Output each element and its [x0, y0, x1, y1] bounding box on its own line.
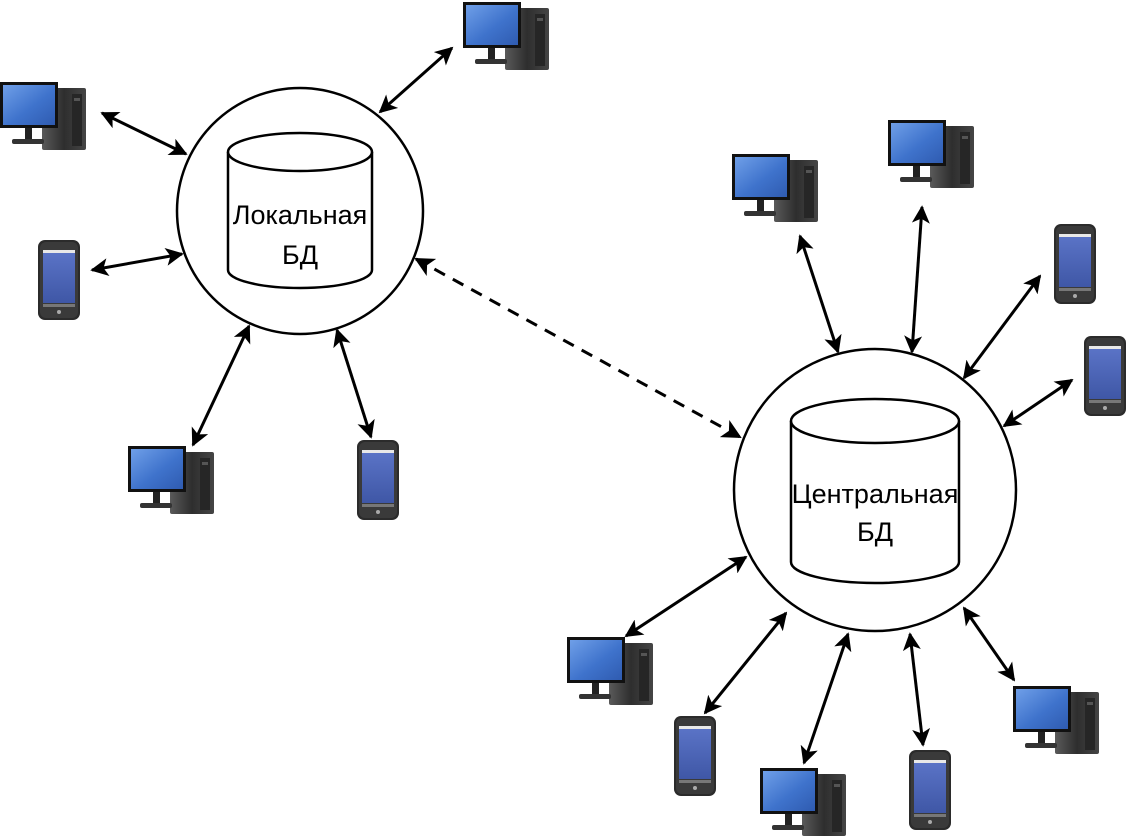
- sync-link-dashed-arrow: [414, 257, 742, 439]
- smartphone-icon: [674, 716, 716, 796]
- smartphone-icon: [1054, 224, 1096, 304]
- link-arrow: [378, 46, 454, 114]
- link-arrow: [703, 611, 788, 715]
- central-db-node: Центральная БД: [732, 347, 1018, 633]
- link-arrow: [191, 324, 251, 447]
- desktop-computer-icon: [0, 82, 86, 150]
- link-arrow: [1002, 378, 1074, 428]
- link-arrow: [902, 632, 931, 747]
- database-cylinder-icon: [789, 397, 961, 585]
- smartphone-icon: [1084, 336, 1126, 416]
- smartphone-icon: [357, 440, 399, 520]
- local-db-label-line2: БД: [282, 240, 318, 270]
- link-arrow: [90, 247, 184, 277]
- desktop-computer-icon: [760, 768, 846, 836]
- link-arrow: [796, 234, 842, 354]
- desktop-computer-icon: [128, 446, 214, 514]
- link-arrow: [962, 606, 1016, 682]
- desktop-computer-icon: [732, 154, 818, 222]
- link-arrow: [904, 205, 930, 354]
- desktop-computer-icon: [463, 2, 549, 70]
- local-db-label-line1: Локальная: [233, 200, 368, 230]
- central-db-label-line2: БД: [857, 517, 893, 547]
- link-arrow: [333, 328, 375, 439]
- smartphone-icon: [909, 750, 951, 830]
- smartphone-icon: [38, 240, 80, 320]
- link-arrow: [624, 555, 748, 638]
- desktop-computer-icon: [888, 120, 974, 188]
- desktop-computer-icon: [1013, 686, 1099, 754]
- central-db-label-line1: Центральная: [792, 479, 959, 509]
- local-db-node: Локальная БД: [175, 86, 425, 336]
- link-arrow: [962, 274, 1042, 380]
- database-cylinder-icon: [226, 131, 374, 290]
- link-arrow: [100, 111, 188, 156]
- desktop-computer-icon: [567, 637, 653, 705]
- link-arrow: [800, 632, 852, 765]
- client-links: [90, 46, 1074, 765]
